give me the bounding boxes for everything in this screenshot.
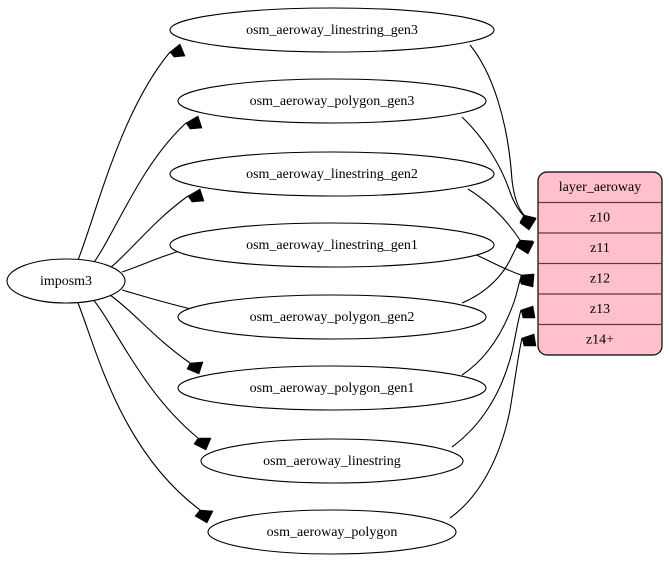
node-osm-aeroway-linestring-gen3[interactable]: osm_aeroway_linestring_gen3 <box>169 7 495 53</box>
table-row-z14plus[interactable]: z14+ <box>586 333 614 348</box>
node-label: osm_aeroway_polygon_gen1 <box>250 381 415 396</box>
edge-imposm3-to-linestring-gen2 <box>109 188 205 269</box>
edge-polygon-gen1-to-z12 <box>461 274 535 376</box>
edge-polygon-gen2-to-z11 <box>461 240 535 304</box>
node-label: osm_aeroway_polygon_gen2 <box>250 310 415 325</box>
node-osm-aeroway-linestring[interactable]: osm_aeroway_linestring <box>200 438 464 484</box>
node-label: osm_aeroway_linestring <box>263 454 401 469</box>
node-osm-aeroway-polygon[interactable]: osm_aeroway_polygon <box>207 509 457 555</box>
edge-imposm3-to-polygon <box>77 302 214 524</box>
table-row-z13[interactable]: z13 <box>590 302 610 317</box>
edge-imposm3-to-polygon-gen1 <box>109 294 204 375</box>
node-osm-aeroway-polygon-gen3[interactable]: osm_aeroway_polygon_gen3 <box>177 78 487 124</box>
node-osm-aeroway-polygon-gen1[interactable]: osm_aeroway_polygon_gen1 <box>177 365 487 411</box>
node-label: osm_aeroway_linestring_gen2 <box>246 167 418 182</box>
table-row-z10[interactable]: z10 <box>590 211 610 226</box>
edge-polygon-gen3-to-z10 <box>461 116 537 231</box>
edge-imposm3-to-polygon-gen3 <box>91 115 203 266</box>
node-layer-aeroway-table[interactable]: layer_aeroway z10 z11 z12 z13 z14+ <box>537 171 663 356</box>
node-imposm3[interactable]: imposm3 <box>6 258 126 304</box>
table-header-label: layer_aeroway <box>559 180 641 195</box>
node-osm-aeroway-linestring-gen1[interactable]: osm_aeroway_linestring_gen1 <box>169 222 495 268</box>
node-label: osm_aeroway_linestring_gen1 <box>246 238 418 253</box>
edge-polygon-to-z14 <box>449 333 537 519</box>
node-osm-aeroway-linestring-gen2[interactable]: osm_aeroway_linestring_gen2 <box>169 151 495 197</box>
edge-group-nodes-to-table <box>449 44 537 519</box>
node-label: osm_aeroway_polygon <box>267 525 398 540</box>
node-osm-aeroway-polygon-gen2[interactable]: osm_aeroway_polygon_gen2 <box>177 294 487 340</box>
node-imposm3-label: imposm3 <box>40 274 92 289</box>
edge-linestring-to-z13 <box>451 305 536 448</box>
node-label: osm_aeroway_polygon_gen3 <box>250 94 415 109</box>
table-row-z12[interactable]: z12 <box>590 272 610 287</box>
table-row-z11[interactable]: z11 <box>590 241 610 256</box>
edge-imposm3-to-linestring <box>91 297 212 451</box>
edge-imposm3-to-linestring-gen3 <box>77 43 186 261</box>
node-label: osm_aeroway_linestring_gen3 <box>246 23 418 38</box>
